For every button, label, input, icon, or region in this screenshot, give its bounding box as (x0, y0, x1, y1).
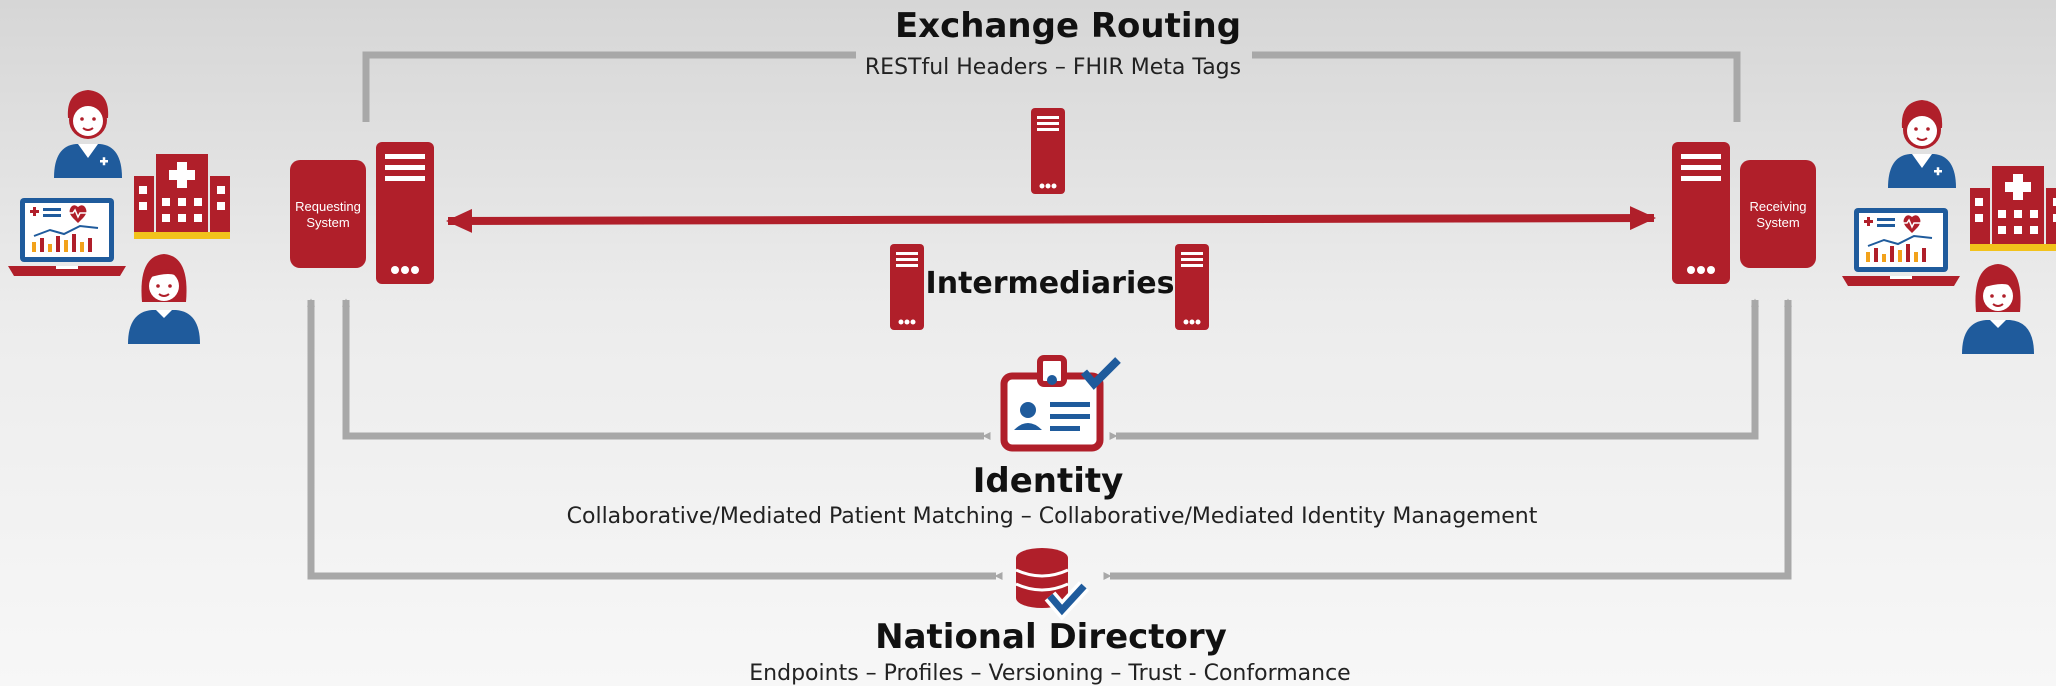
exchange-routing-title: Exchange Routing (894, 6, 1242, 46)
intermediaries-label: Intermediaries (925, 266, 1175, 301)
identity-title: Identity (972, 461, 1124, 501)
intermediary-server-icon-left (890, 244, 924, 330)
intermediary-server-icon-top (1031, 108, 1065, 194)
identity-subtitle: Collaborative/Mediated Patient Matching … (566, 504, 1538, 529)
receiving-system-line1: Receiving (1749, 199, 1807, 214)
national-directory-subtitle: Endpoints – Profiles – Versioning – Trus… (749, 661, 1351, 686)
directory-arrow-to-requester (307, 298, 1003, 580)
exchange-routing-subtitle: RESTful Headers – FHIR Meta Tags (864, 55, 1242, 80)
receiving-system-label: Receiving System (1740, 199, 1816, 231)
doctor-icon-left (53, 89, 123, 179)
patient-icon-right (1961, 263, 2035, 355)
hospital-icon-right (1970, 166, 2056, 251)
identity-arrow-to-receiver (1109, 298, 1759, 440)
receiving-system-line2: System (1756, 215, 1800, 230)
requesting-system-box (290, 160, 366, 268)
laptop-chart-icon-right (1841, 207, 1961, 287)
receiving-server-icon (1672, 142, 1730, 284)
exchange-routing-line-left (362, 51, 856, 122)
doctor-icon-right (1887, 99, 1957, 189)
laptop-chart-icon-left (7, 197, 127, 277)
intermediary-server-icon-right (1175, 244, 1209, 330)
national-directory-title: National Directory (875, 617, 1227, 657)
directory-arrow-to-receiver (1103, 298, 1792, 580)
requesting-system-line2: System (306, 215, 350, 230)
hospital-icon-left (134, 154, 230, 239)
database-check-icon (1015, 548, 1090, 621)
patient-icon-left (127, 253, 201, 345)
requesting-system-line1: Requesting (295, 199, 361, 214)
requesting-system-label: Requesting System (290, 199, 366, 231)
exchange-routing-line-right (1252, 51, 1741, 122)
identity-arrow-to-requester (342, 298, 991, 440)
requesting-server-icon (376, 142, 434, 284)
exchange-double-arrow (446, 206, 1656, 233)
id-badge-check-icon (1000, 355, 1121, 452)
receiving-system-box (1740, 160, 1816, 268)
